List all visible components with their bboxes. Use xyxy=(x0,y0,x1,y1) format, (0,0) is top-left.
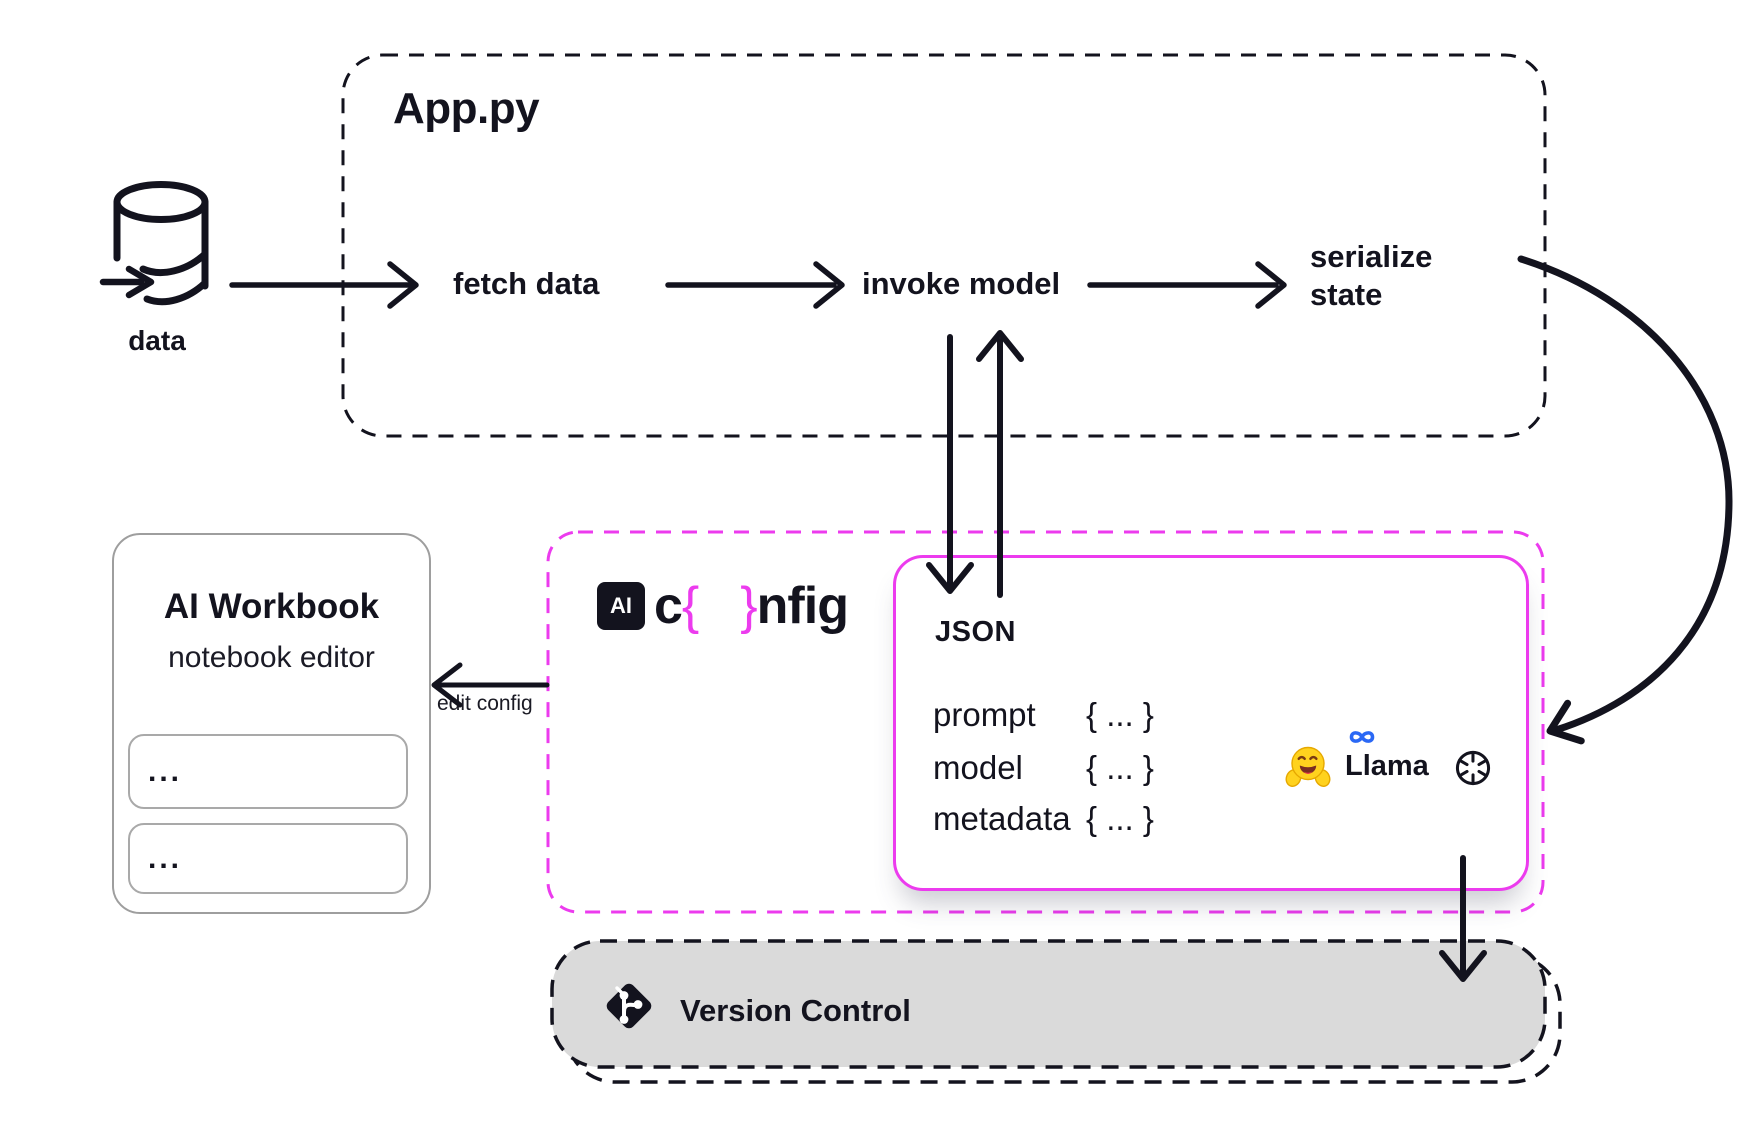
arrow-fetch-to-invoke xyxy=(665,261,845,309)
serialize-state-line1: serialize xyxy=(1310,239,1433,274)
aiconfig-brace-open: { xyxy=(681,577,699,635)
aiconfig-brace-close: } xyxy=(740,577,757,635)
arrow-invoke-to-serialize xyxy=(1087,261,1287,309)
json-config-card: JSON prompt { ... } model { ... } metadata… xyxy=(893,555,1529,891)
arrow-invoke-to-json xyxy=(926,334,974,594)
json-key-model: model xyxy=(933,749,1023,786)
aiconfig-letter-c: c xyxy=(654,577,683,635)
json-card-title: JSON xyxy=(935,616,1016,648)
meta-infinity-icon xyxy=(1349,731,1375,743)
database-import-icon xyxy=(99,181,209,306)
serialize-state-line2: state xyxy=(1310,277,1383,312)
notebook-cell: ... xyxy=(128,734,408,809)
meta-llama-logo: Llama xyxy=(1345,726,1429,783)
json-row-model: model { ... } xyxy=(933,749,1154,787)
json-row-prompt: prompt { ... } xyxy=(933,696,1154,734)
step-fetch-data: fetch data xyxy=(453,266,600,301)
workbook-title: AI Workbook xyxy=(163,587,380,626)
step-serialize-state: serialize state xyxy=(1310,238,1432,314)
aiconfig-letters-nfig: nfig xyxy=(756,577,849,635)
llama-label: Llama xyxy=(1345,750,1429,782)
openai-icon xyxy=(1455,750,1491,786)
arrow-serialize-to-json-curved xyxy=(1517,255,1733,745)
edit-config-label: edit config xyxy=(437,692,533,715)
notebook-cell: ... xyxy=(128,823,408,894)
git-branch-icon xyxy=(606,983,652,1029)
json-key-metadata: metadata xyxy=(933,800,1071,837)
json-value-prompt: { ... } xyxy=(1086,696,1154,733)
version-control-label: Version Control xyxy=(680,993,911,1028)
json-value-model: { ... } xyxy=(1086,749,1154,786)
aiconfig-badge-icon: AI xyxy=(597,582,645,630)
step-invoke-model: invoke model xyxy=(862,266,1061,301)
aiconfig-wordmark: c{}nfig xyxy=(654,576,849,636)
hugging-face-icon xyxy=(1285,746,1331,787)
data-source-label: data xyxy=(128,325,186,356)
ai-workbook-card: AI Workbook notebook editor ... ... xyxy=(112,533,431,914)
workbook-subtitle: notebook editor xyxy=(168,641,375,674)
json-value-metadata: { ... } xyxy=(1086,800,1154,837)
aiconfig-logo: AI c{}nfig xyxy=(597,576,849,636)
arrow-data-to-fetch xyxy=(229,261,419,309)
app-box-title: App.py xyxy=(393,84,540,133)
json-key-prompt: prompt xyxy=(933,696,1036,733)
json-row-metadata: metadata { ... } xyxy=(933,800,1154,838)
